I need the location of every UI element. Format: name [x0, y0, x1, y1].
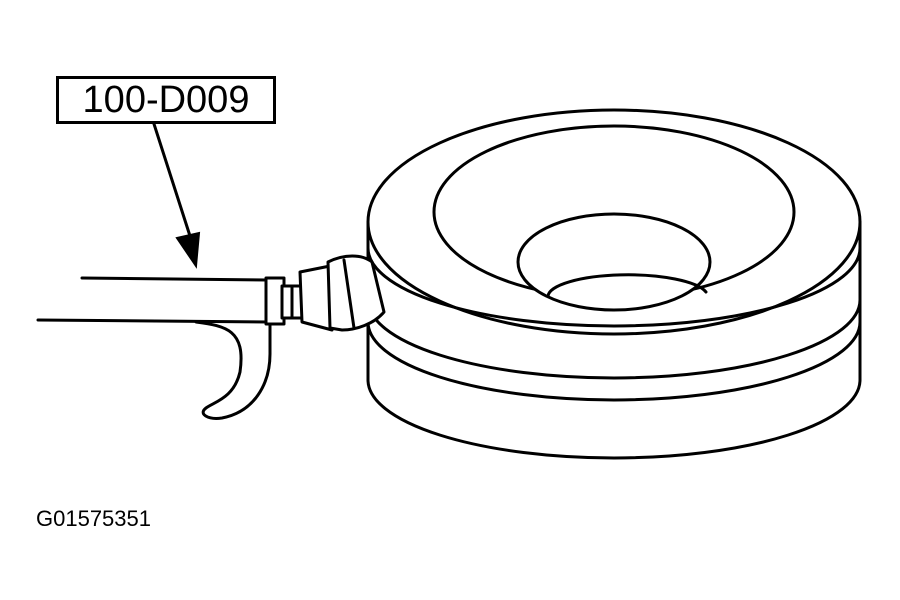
tool-hook: [194, 320, 272, 420]
pulley-hub: [366, 108, 862, 460]
leader-arrow: [152, 122, 201, 269]
hose-fitting: [264, 254, 386, 332]
hose: [36, 276, 270, 324]
part-callout-label: 100-D009: [82, 79, 250, 121]
figure-id: G01575351: [36, 506, 151, 531]
part-callout-box: 100-D009: [56, 76, 276, 124]
